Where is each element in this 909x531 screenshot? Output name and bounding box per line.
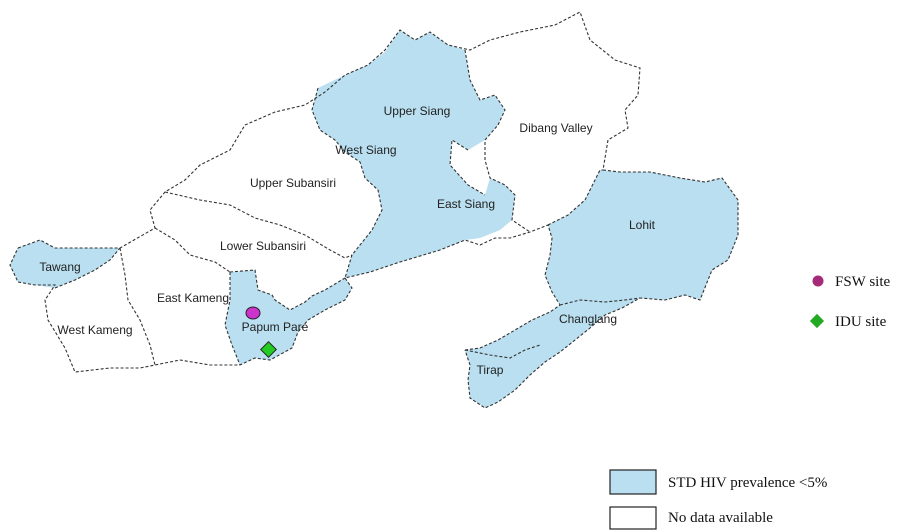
district-regions	[10, 12, 738, 408]
district-label-changlang: Changlang	[559, 312, 617, 326]
boundary-papum-pare	[229, 269, 346, 311]
district-area-lohit-changlang-tirap[interactable]	[465, 170, 738, 408]
std-legend-label: STD HIV prevalence <5%	[668, 475, 827, 491]
district-label-upper-siang: Upper Siang	[384, 104, 451, 118]
no-data-legend-label: No data available	[668, 510, 773, 526]
fsw-site-marker[interactable]	[245, 306, 261, 320]
boundary-lohit-changlang	[559, 297, 641, 306]
district-label-dibang-valley: Dibang Valley	[519, 121, 592, 135]
boundary-east-siang-internal	[449, 139, 486, 196]
no-data-legend-swatch	[609, 506, 657, 530]
boundary-changlang-tirap	[464, 344, 541, 359]
district-label-west-siang: West Siang	[335, 143, 396, 157]
outer-border-south	[9, 224, 561, 373]
fsw-legend-label: FSW site	[835, 274, 890, 290]
site-markers	[245, 306, 277, 358]
idu-legend-icon	[809, 313, 825, 329]
std-legend-swatch	[609, 469, 657, 495]
district-area-papum-pare[interactable]	[225, 270, 352, 365]
boundary-tawang-west-kameng	[54, 247, 121, 289]
boundary-dibang-lohit	[547, 169, 603, 226]
fsw-legend-icon	[812, 275, 824, 287]
district-label-tirap: Tirap	[477, 363, 504, 377]
boundary-west-east-kameng	[119, 247, 156, 366]
district-label-east-kameng: East Kameng	[157, 291, 229, 305]
idu-site-marker[interactable]	[260, 341, 277, 358]
outer-border-east	[464, 169, 739, 409]
boundary-upper-lower-subansiri	[164, 191, 353, 259]
map-legend: FSW site IDU site STD HIV prevalence <5%…	[609, 274, 890, 530]
district-label-tawang: Tawang	[39, 260, 80, 274]
idu-legend-label: IDU site	[835, 314, 887, 330]
boundary-papum-pare-west	[224, 272, 241, 366]
boundary-subansiri-siang	[311, 87, 383, 279]
outer-border-north	[17, 11, 641, 249]
district-label-west-kameng: West Kameng	[57, 323, 132, 337]
district-label-east-siang: East Siang	[437, 197, 495, 211]
district-label-lower-subansiri: Lower Subansiri	[220, 239, 306, 253]
district-label-lohit: Lohit	[629, 218, 656, 232]
district-area-dibang-valley[interactable]	[465, 12, 640, 232]
boundary-east-kameng-lower-subansiri	[154, 227, 231, 273]
district-area-siang[interactable]	[312, 30, 515, 278]
district-label-upper-subansiri: Upper Subansiri	[250, 176, 336, 190]
boundary-siang-dibang	[464, 49, 531, 233]
district-boundaries	[9, 11, 739, 409]
district-area-tawang[interactable]	[10, 240, 120, 288]
district-label-papum-pare: Papum Pare	[242, 320, 309, 334]
